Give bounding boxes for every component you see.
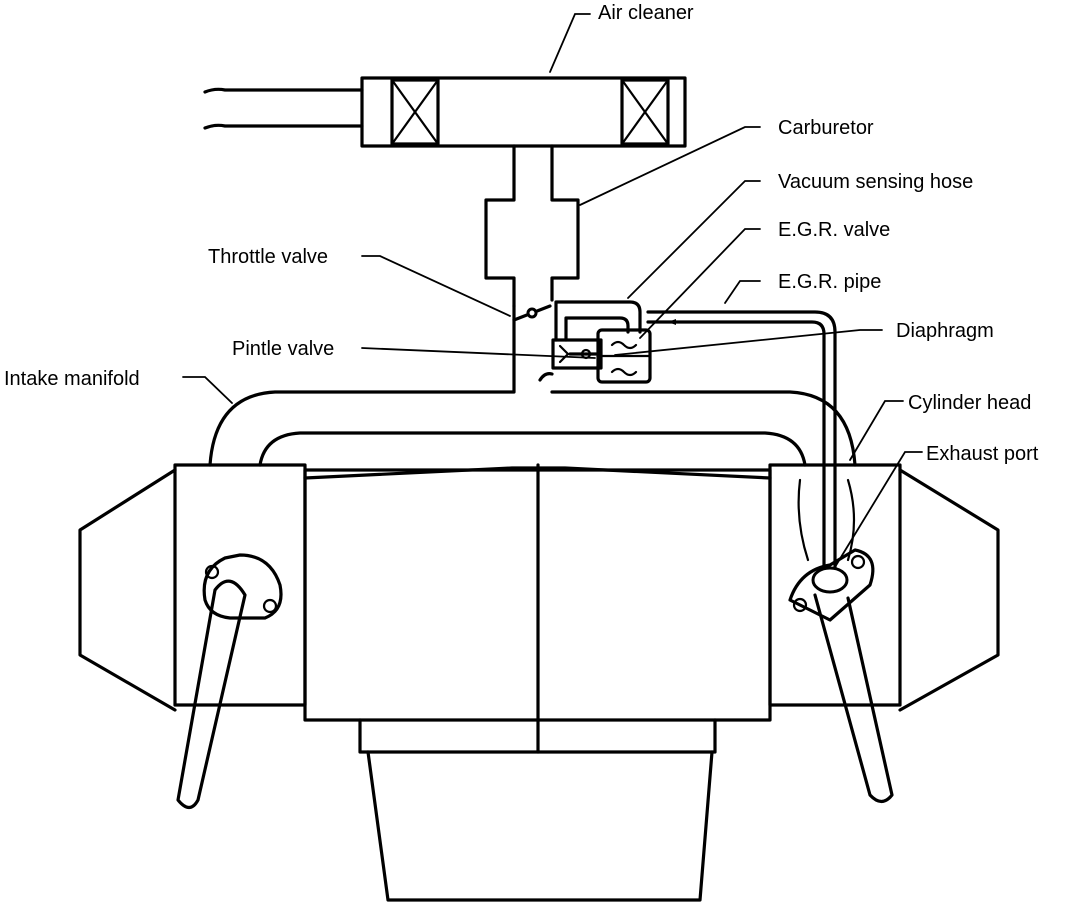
air-cleaner-label: Air cleaner — [598, 2, 694, 24]
intake-manifold — [208, 304, 857, 467]
egr-pipe — [646, 310, 837, 577]
egr-valve — [551, 328, 652, 384]
intake-manifold-label: Intake manifold — [4, 368, 140, 390]
pintle-valve-label: Pintle valve — [232, 338, 334, 360]
throttle-valve-label: Throttle valve — [208, 246, 328, 268]
right-cylinder-head — [768, 463, 1000, 804]
exhaust-port-label: Exhaust port — [926, 443, 1039, 465]
carburetor — [484, 144, 580, 322]
leader-lines — [182, 13, 923, 568]
vacuum-sensing-hose-label: Vacuum sensing hose — [778, 171, 973, 193]
carburetor-label: Carburetor — [778, 117, 874, 139]
cylinder-head-label: Cylinder head — [908, 392, 1031, 414]
egr-pipe-label: E.G.R. pipe — [778, 271, 881, 293]
diaphragm-label: Diaphragm — [896, 320, 994, 342]
left-cylinder-head — [78, 463, 307, 810]
engine-block — [303, 463, 772, 902]
vacuum-sensing-hose — [554, 300, 642, 342]
egr-valve-label: E.G.R. valve — [778, 219, 890, 241]
air-cleaner — [203, 76, 687, 148]
